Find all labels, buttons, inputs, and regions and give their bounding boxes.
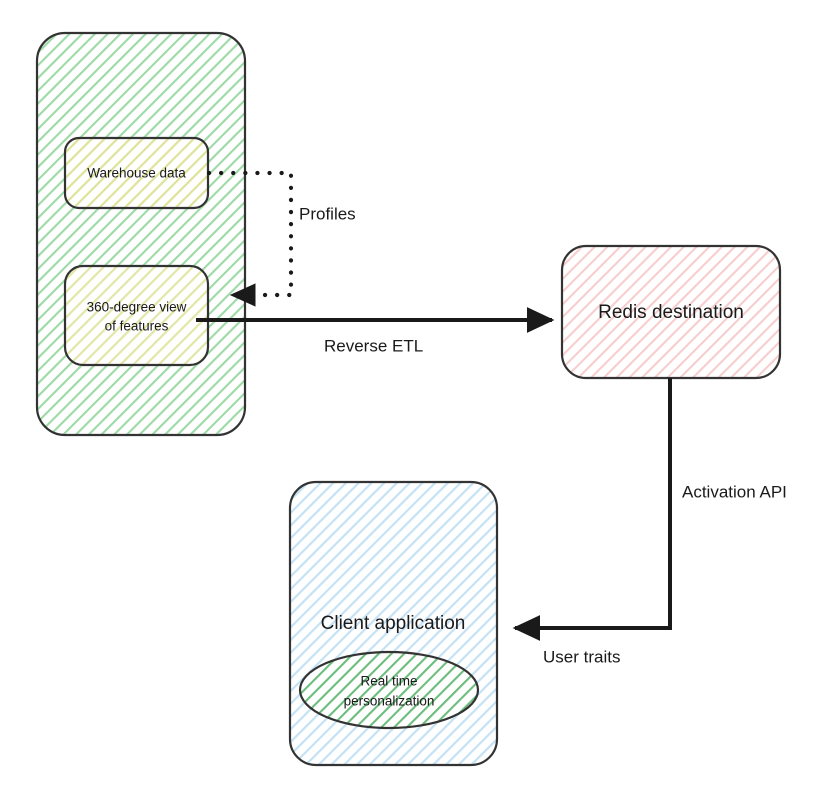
- client-application-outline: [288, 480, 499, 767]
- real-time-personalization-fill: [300, 652, 478, 728]
- warehouse-data-label: Warehouse data: [87, 166, 186, 181]
- node-warehouse-container[interactable]: [35, 31, 247, 437]
- redis-destination-label: Redis destination: [598, 302, 744, 323]
- client-application-label: Client application: [321, 613, 466, 634]
- edge-reverse-etl[interactable]: Reverse ETL: [196, 307, 555, 355]
- node-warehouse-data[interactable]: Warehouse data: [63, 136, 210, 210]
- feature-view-label-line2: of features: [105, 319, 169, 334]
- real-time-personalization-label-line1: Real time: [360, 674, 417, 689]
- feature-view-outline: [63, 264, 210, 367]
- feature-view-label-line1: 360-degree view: [87, 300, 187, 315]
- real-time-personalization-label-line2: personalization: [344, 694, 435, 709]
- edge-profiles[interactable]: Profiles: [206, 170, 356, 307]
- edge-user-traits-label: User traits: [543, 647, 620, 666]
- warehouse-container-fill: [37, 33, 245, 435]
- edge-activation-api-path: [512, 378, 672, 641]
- real-time-personalization-outline: [298, 650, 480, 730]
- node-real-time-personalization[interactable]: Real time personalization: [298, 650, 480, 730]
- edge-reverse-etl-label: Reverse ETL: [324, 336, 423, 355]
- feature-view-fill: [65, 266, 208, 365]
- edge-activation-api-label: Activation API: [682, 482, 787, 501]
- node-redis-destination[interactable]: Redis destination: [560, 244, 782, 380]
- redis-destination-fill: [562, 246, 780, 378]
- edge-activation-api[interactable]: Activation API User traits: [512, 378, 787, 666]
- warehouse-container-outline: [35, 31, 247, 437]
- warehouse-data-fill: [65, 138, 208, 208]
- edge-profiles-label: Profiles: [299, 204, 356, 223]
- node-feature-view[interactable]: 360-degree view of features: [63, 264, 210, 367]
